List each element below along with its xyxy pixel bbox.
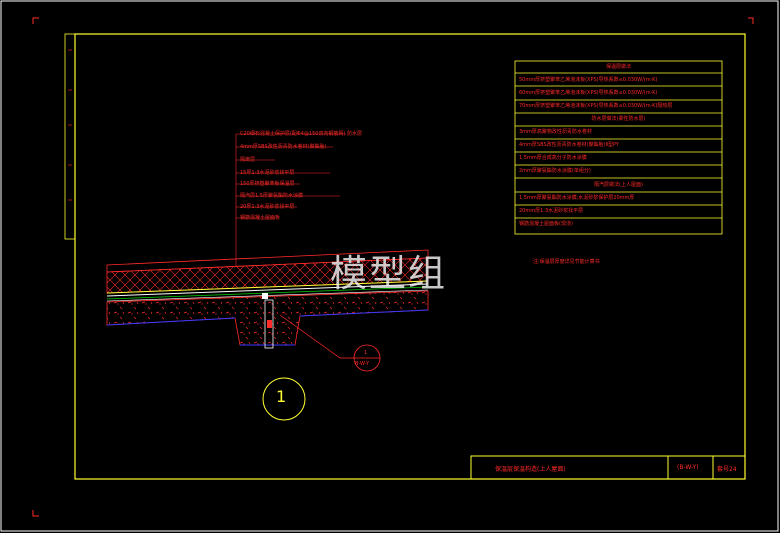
table-row: 钢筋混凝土屋面板(现浇) — [519, 221, 573, 227]
binding-strip — [64, 33, 76, 240]
table-row: 70mm厚挤塑聚苯乙烯泡沫板(XPS)导热系数≤0.030W/(m·K)隔热层 — [519, 103, 673, 109]
table-row: 50mm厚挤塑聚苯乙烯泡沫板(XPS)导热系数≤0.030W/(m·K) — [519, 77, 658, 83]
section-ref-bottom: B-W-Y — [355, 361, 370, 367]
table-row: 1.5mm厚聚氨酯防水涂膜,水泥砂浆保护层20mm厚 — [519, 195, 635, 201]
section-ref-top: 1 — [364, 350, 368, 356]
callout-text: C20细石混凝土保护层(配Φ4@150双向钢筋网) 防水层 — [240, 131, 363, 137]
table-row: 保温层做法 — [605, 64, 631, 70]
detail-number: 1 — [276, 387, 287, 406]
table-row: 4mm厚SBS改性沥青防水卷材(聚酯胎)Ⅱ型PY — [519, 142, 619, 148]
spec-table-frame — [514, 60, 723, 235]
detail-number-bubble — [262, 377, 306, 421]
drawing-note: 注:保温层厚度详见节能计算书 — [533, 259, 600, 265]
callout-text: 4mm厚SBS改性沥青防水卷材(聚酯胎) — [240, 144, 327, 150]
table-row: 1.5mm厚合成高分子防水涂膜 — [519, 155, 587, 161]
callout-text: 钢筋混凝土屋面板 — [240, 215, 281, 221]
table-row: 60mm厚挤塑聚苯乙烯泡沫板(XPS)导热系数≤0.030W/(m·K) — [519, 90, 658, 96]
title-block — [470, 455, 746, 480]
table-row: 防水层做法(柔性防水层) — [591, 116, 646, 122]
roof-section — [106, 249, 429, 359]
table-row: 3mm厚高聚物改性沥青防水卷材 — [519, 129, 592, 135]
callout-text: 隔离层 — [240, 157, 256, 163]
table-row: 20mm厚1:3水泥砂浆找平层 — [519, 208, 584, 214]
callout-text: 隔汽层1.5厚聚氨酯防水涂膜 — [240, 193, 303, 199]
table-row: 隔汽层做法(上人屋面) — [594, 182, 643, 188]
drawing-code: (B-W-Y) — [677, 464, 699, 471]
callout-leaders — [235, 133, 346, 266]
corner-marks — [32, 17, 754, 517]
section-ref-bubble — [353, 344, 381, 372]
drawing-frame — [74, 33, 746, 480]
sheet-number: 套号24 — [717, 466, 737, 473]
drawing-title: 保温层保温构造(上人屋面) — [495, 466, 566, 473]
callout-text: 150厚挤塑聚苯板保温层 — [240, 181, 295, 187]
callout-text: 20厚1:3水泥砂浆找平层 — [240, 204, 295, 210]
binding-ticks — [68, 49, 72, 201]
table-row: 2mm厚聚氨酯防水涂膜(单组分) — [519, 168, 591, 174]
watermark-text: 模型组 — [330, 252, 447, 295]
callout-text: 15厚1:3水泥砂浆找平层 — [240, 170, 295, 176]
